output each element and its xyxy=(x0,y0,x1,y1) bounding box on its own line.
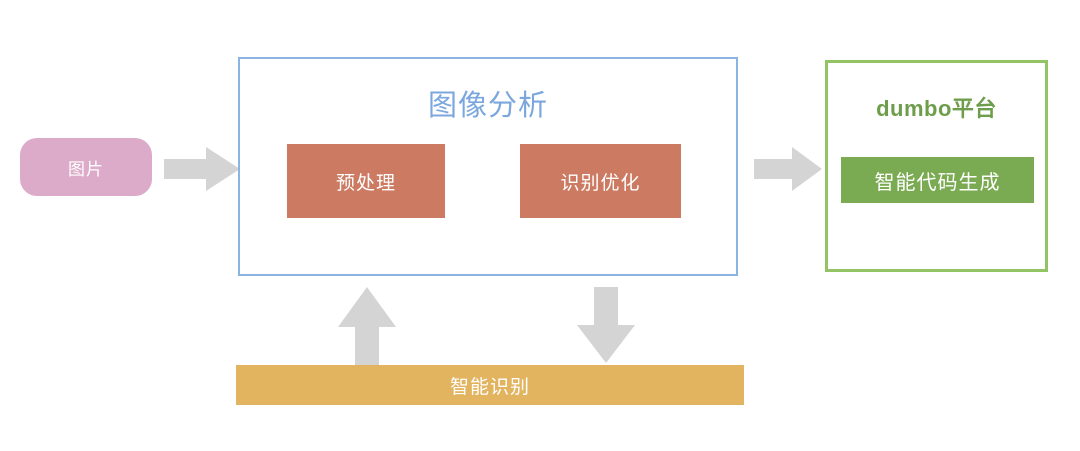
node-source-image-label: 图片 xyxy=(68,159,104,179)
node-recognition-optimization-label: 识别优化 xyxy=(560,172,641,194)
arrow-up-recognition-to-analysis xyxy=(338,287,396,366)
node-preprocessing-label: 预处理 xyxy=(335,172,396,194)
node-intelligent-recognition[interactable]: 智能识别 xyxy=(236,365,744,405)
node-intelligent-code-generation-label: 智能代码生成 xyxy=(874,171,1001,194)
node-intelligent-recognition-label: 智能识别 xyxy=(449,376,530,398)
node-recognition-optimization[interactable]: 识别优化 xyxy=(520,144,681,218)
node-intelligent-code-generation[interactable]: 智能代码生成 xyxy=(841,157,1034,203)
arrow-down-analysis-to-recognition xyxy=(577,287,635,363)
panel-dumbo-platform-title: dumbo平台 xyxy=(876,96,997,121)
node-source-image[interactable]: 图片 xyxy=(20,138,152,196)
panel-dumbo-platform[interactable]: dumbo平台 智能代码生成 xyxy=(825,60,1048,272)
node-preprocessing[interactable]: 预处理 xyxy=(287,144,445,218)
panel-image-analysis[interactable]: 图像分析 预处理 识别优化 xyxy=(238,57,738,276)
arrow-right-source-to-analysis xyxy=(164,147,240,191)
arrow-right-analysis-to-platform xyxy=(754,147,822,191)
panel-image-analysis-title: 图像分析 xyxy=(427,90,548,122)
